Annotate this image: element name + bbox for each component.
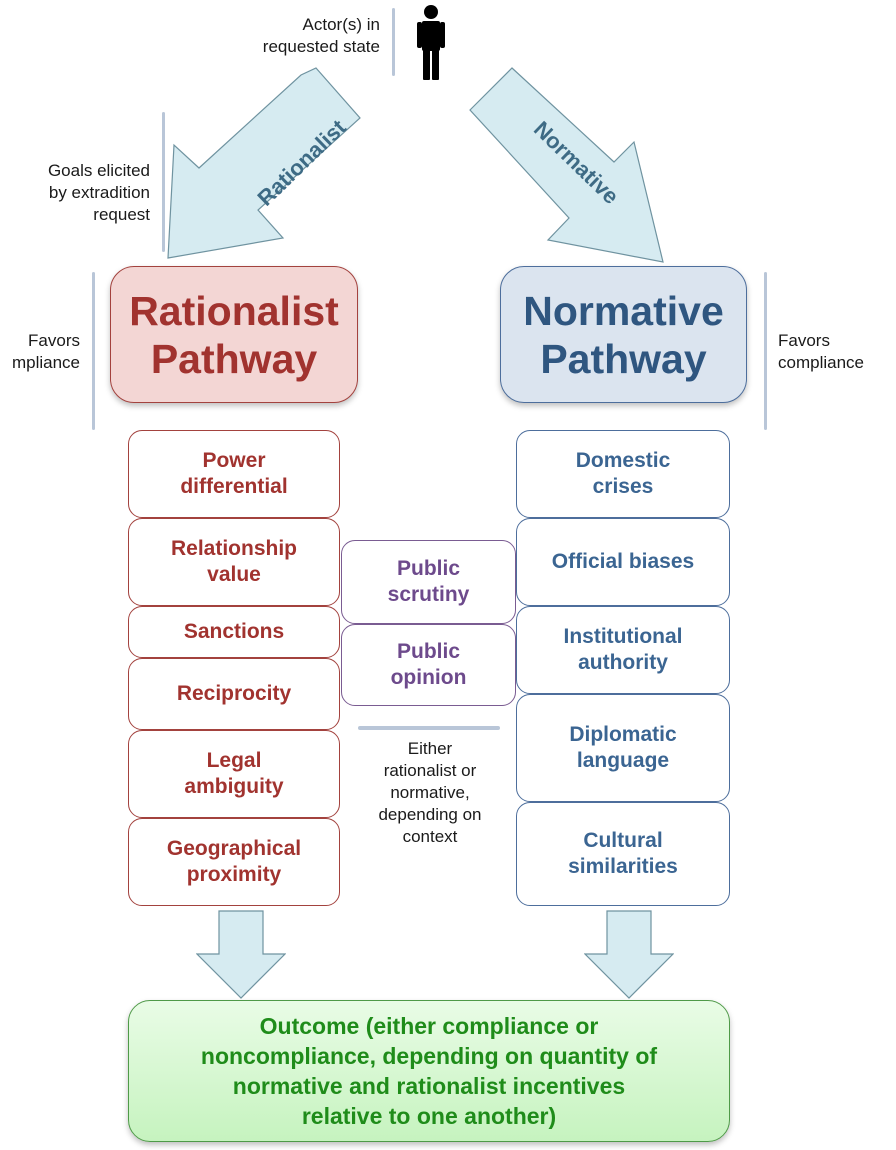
actor-note: Actor(s) in requested state	[262, 15, 380, 56]
right-favors-note: Favors compliance	[778, 331, 864, 372]
shared-note-divider	[358, 726, 500, 730]
actor-note-bracket	[392, 8, 395, 76]
goals-note-bracket	[162, 112, 165, 252]
left-favors-note: Favors mpliance	[11, 331, 80, 372]
rationalist-arrow	[167, 67, 664, 263]
left-favors-bracket	[92, 272, 95, 430]
down-arrow-right	[584, 910, 674, 999]
person-icon	[417, 5, 445, 80]
down-arrow-left	[196, 910, 286, 999]
normative-factor: Official biases	[516, 518, 730, 606]
rationalist-pathway-box: Rationalist Pathway	[110, 266, 358, 403]
outcome-box: Outcome (either compliance or noncomplia…	[128, 1000, 730, 1142]
shared-note: Either rationalist or normative, dependi…	[378, 739, 482, 846]
normative-pathway-box: Normative Pathway	[500, 266, 747, 403]
right-favors-bracket	[764, 272, 767, 430]
rationalist-factor: Sanctions	[128, 606, 340, 658]
goals-note: Goals elicited by extradition request	[47, 161, 150, 224]
rationalist-factor: Reciprocity	[128, 658, 340, 730]
